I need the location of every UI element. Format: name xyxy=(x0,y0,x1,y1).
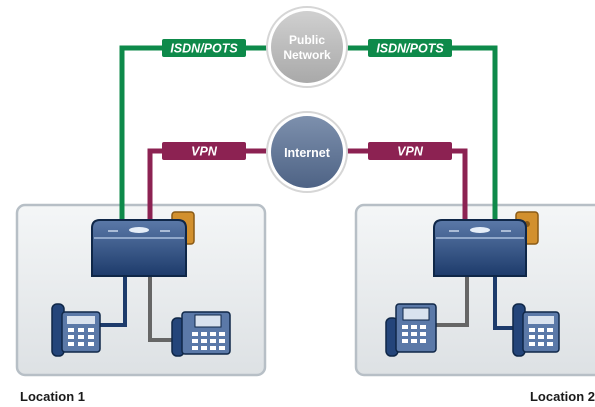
cable-l2-phone xyxy=(493,272,518,330)
system-phone-icon xyxy=(171,311,231,357)
isdn-label-left-text: ISDN/POTS xyxy=(170,42,238,56)
vpn-label-right: VPN xyxy=(368,142,452,160)
public-network-cloud: Public Network xyxy=(266,6,348,88)
public-network-label-line2: Network xyxy=(283,48,331,62)
public-network-label-line1: Public xyxy=(289,33,325,47)
isdn-label-right-text: ISDN/POTS xyxy=(376,42,444,56)
location-2-label: Location 2 xyxy=(529,389,595,404)
location-1-label: Location 1 xyxy=(20,389,86,404)
gateway-device-location-2 xyxy=(433,211,539,277)
analog-phone-icon xyxy=(51,303,101,357)
isdn-link-right xyxy=(345,45,498,222)
vpn-label-left-text: VPN xyxy=(191,145,218,159)
system-phone-icon xyxy=(385,303,437,357)
analog-phone-icon xyxy=(512,303,560,357)
gateway-device-location-1 xyxy=(91,211,195,277)
cable-l1-phone xyxy=(100,272,127,327)
vpn-label-right-text: VPN xyxy=(397,145,424,159)
cable-l1-isdn-phone xyxy=(148,272,175,342)
cable-l2-isdn-phone xyxy=(436,272,469,327)
isdn-label-left: ISDN/POTS xyxy=(162,39,246,57)
isdn-link-left xyxy=(119,45,268,220)
vpn-label-left: VPN xyxy=(162,142,246,160)
internet-label: Internet xyxy=(284,146,331,160)
internet-cloud: Internet xyxy=(266,111,348,193)
isdn-label-right: ISDN/POTS xyxy=(368,39,452,57)
